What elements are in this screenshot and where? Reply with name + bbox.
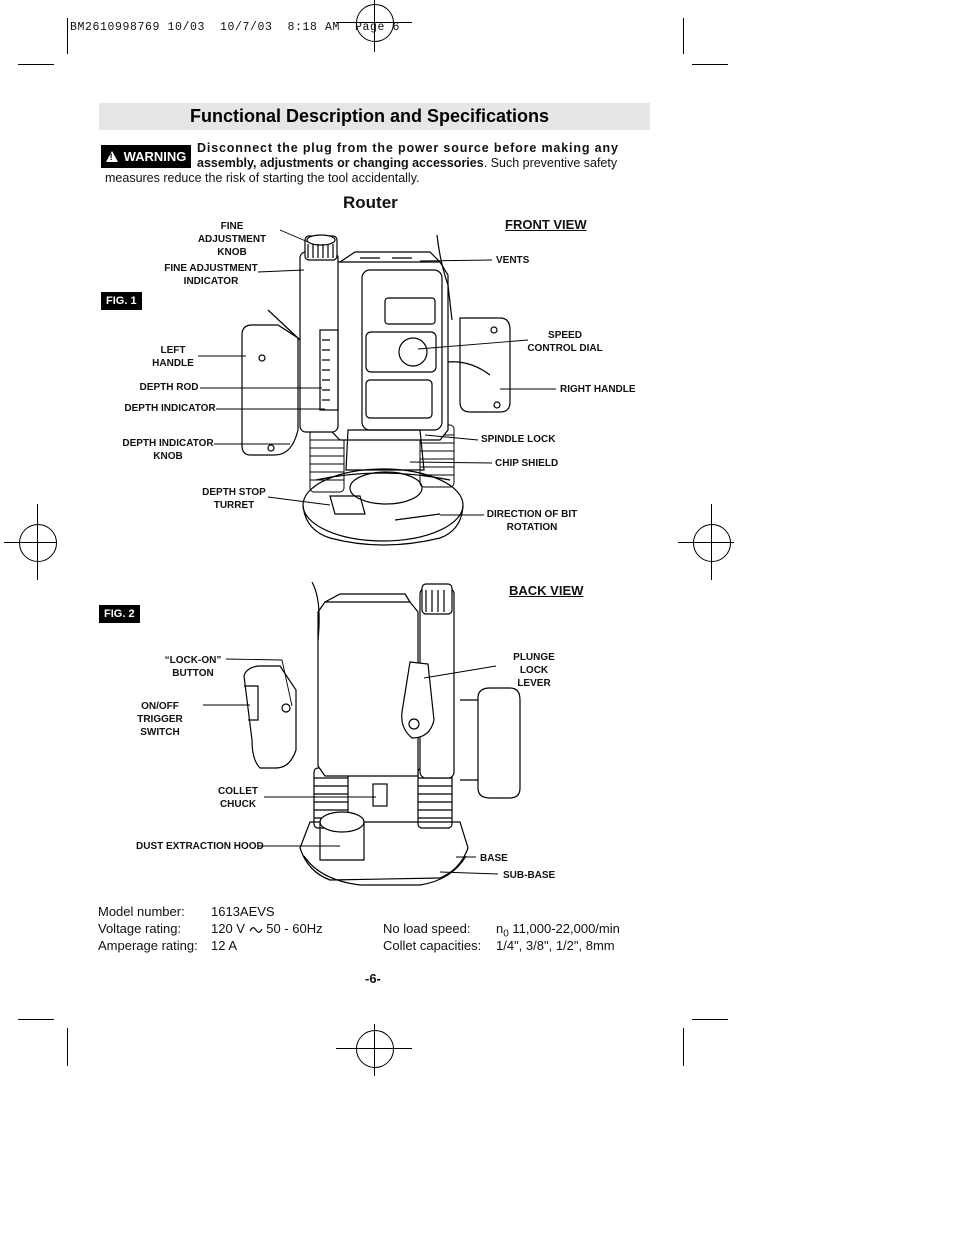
label-right-handle: RIGHT HANDLE [560,384,636,395]
label-chip-shield: CHIP SHIELD [495,458,559,469]
label-collet-chuck: COLLET CHUCK [218,786,258,810]
label-fine-adjustment-indicator: FINE ADJUSTMENT INDICATOR [164,263,258,287]
warning-text-line2: assembly, adjustments or changing access… [197,156,617,170]
back-view-title: BACK VIEW [509,583,584,598]
crop-mark [683,1028,684,1066]
spec-voltage-label: Voltage rating: [98,921,182,936]
crop-mark [692,64,728,65]
label-sub-base: SUB-BASE [503,870,556,881]
spec-voltage-volts: 120 V [211,921,245,936]
crop-mark [67,1028,68,1066]
label-lock-on-button: “LOCK-ON” BUTTON [164,655,222,679]
spec-collet-label: Collet capacities: [383,938,482,953]
label-plunge-lock-lever: PLUNGE LOCK LEVER [513,652,555,689]
spec-amperage-label: Amperage rating: [98,938,198,953]
label-depth-indicator-knob: DEPTH INDICATOR KNOB [122,438,214,462]
warning-badge-label: WARNING [123,149,187,164]
ac-symbol-icon [249,926,263,933]
crop-mark [67,18,68,54]
spec-noload-label: No load speed: [383,921,471,936]
title-bar [99,103,650,130]
warning-bold-phrase: assembly, adjustments or changing access… [197,156,484,170]
label-direction-of-bit-rotation: DIRECTION OF BIT ROTATION [486,509,578,533]
label-depth-stop-turret: DEPTH STOP TURRET [202,487,266,511]
label-speed-control-dial: SPEED CONTROL DIAL [527,330,603,354]
label-depth-indicator: DEPTH INDICATOR [124,403,216,414]
spec-noload-sub: 0 [503,928,509,940]
spec-noload-value: n0 11,000-22,000/min [496,920,620,943]
label-depth-rod: DEPTH ROD [139,382,199,393]
crop-mark [18,64,54,65]
page-number: -6- [365,971,381,986]
print-header: BM2610998769 10/03 10/7/03 8:18 AM Page … [70,21,401,34]
spec-collet-value: 1/4", 3/8", 1/2", 8mm [496,938,615,953]
label-left-handle: LEFT HANDLE [152,345,194,369]
page-title: Functional Description and Specification… [190,106,550,126]
warning-text-line3: measures reduce the risk of starting the… [105,171,420,185]
spec-noload-range: 11,000-22,000/min [512,921,620,936]
label-vents: VENTS [496,255,530,266]
spec-noload-prefix: n [496,921,504,936]
label-fine-adjustment-knob: FINE ADJUSTMENT KNOB [197,221,267,258]
fig1-badge: FIG. 1 [101,292,142,310]
front-view-title: FRONT VIEW [505,217,587,232]
warning-badge: WARNING [101,145,191,168]
spec-voltage-hz: 50 - 60Hz [266,921,323,936]
label-base: BASE [480,853,508,864]
crop-mark [18,1019,54,1020]
warning-text-line1: Disconnect the plug from the power sourc… [197,141,619,155]
label-on-off-trigger-switch: ON/OFF TRIGGER SWITCH [137,701,183,738]
warning-rest-phrase: . Such preventive safety [483,156,618,170]
crop-mark [683,18,684,54]
spec-model-value: 1613AEVS [211,904,275,919]
label-spindle-lock: SPINDLE LOCK [481,434,556,445]
label-dust-extraction-hood: DUST EXTRACTION HOOD [136,841,264,852]
section-title: Router [343,193,398,212]
crop-mark [692,1019,728,1020]
warning-triangle-icon [105,151,118,162]
spec-amperage-value: 12 A [211,938,238,953]
spec-model-label: Model number: [98,904,185,919]
fig2-badge: FIG. 2 [99,605,140,623]
spec-voltage-value: 120 V 50 - 60Hz [211,920,323,937]
